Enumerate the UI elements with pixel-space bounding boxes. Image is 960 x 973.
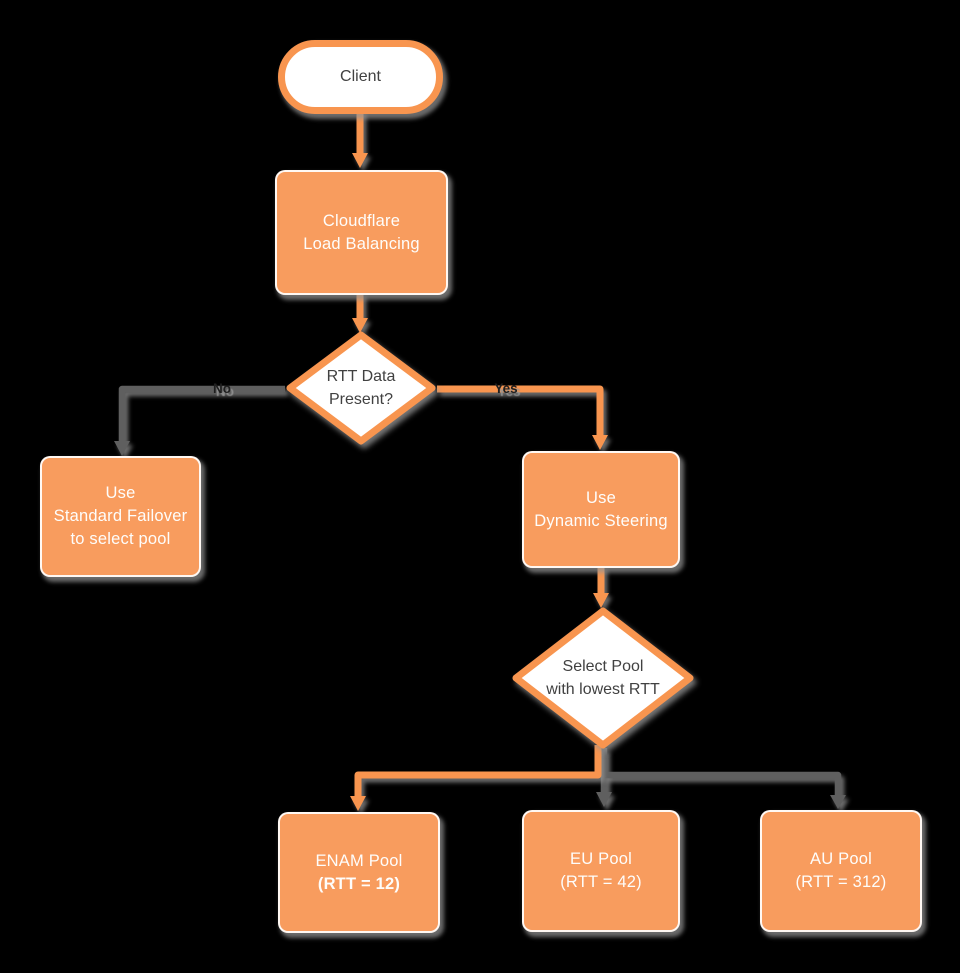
edge-dynamic-to-selectpool <box>593 566 609 608</box>
decision-rtt-data-present: RTT Data Present? <box>283 328 439 448</box>
diamond-shape <box>286 331 436 445</box>
diamond-shape <box>512 607 694 749</box>
node-lb-line2: Load Balancing <box>303 234 420 253</box>
edge-loadbalancer-to-rtt <box>352 293 368 333</box>
decision-select-pool: Select Pool with lowest RTT <box>509 604 697 752</box>
edge-label-no: No <box>213 380 231 396</box>
node-dynamic-line1: Use <box>586 488 616 507</box>
decision-select-pool-text: Select Pool with lowest RTT <box>546 655 660 701</box>
edge-rtt-no-to-failover <box>114 385 285 456</box>
node-au-line1: AU Pool <box>810 850 872 868</box>
node-failover-line1: Use <box>105 484 136 502</box>
node-dynamic-line2: Dynamic Steering <box>534 511 668 530</box>
edge-client-to-loadbalancer <box>352 110 368 168</box>
node-au-pool: AU Pool (RTT = 312) <box>760 810 922 932</box>
node-lb-line1: Cloudflare <box>322 211 401 230</box>
decision-select-line1: Select Pool <box>562 658 644 675</box>
edge-label-yes: Yes <box>494 380 518 396</box>
edge-rtt-yes-to-dynamic <box>437 385 608 450</box>
node-failover-line3: to select pool <box>70 530 171 548</box>
decision-rtt-text: RTT Data Present? <box>327 365 396 411</box>
decision-rtt-line1: RTT Data <box>326 368 396 385</box>
node-failover-line2: Standard Failover <box>53 507 188 525</box>
node-standard-failover: Use Standard Failover to select pool <box>40 456 201 577</box>
node-eu-rtt: (RTT = 42) <box>560 873 642 891</box>
node-client-label: Client <box>340 68 381 85</box>
node-enam-rtt: (RTT = 12) <box>317 874 401 893</box>
edge-selectpool-to-au <box>604 771 846 809</box>
node-dynamic-steering: Use Dynamic Steering <box>522 451 680 568</box>
node-eu-pool: EU Pool (RTT = 42) <box>522 810 680 932</box>
edge-selectpool-to-enam <box>350 745 602 811</box>
node-eu-line1: EU Pool <box>570 850 632 868</box>
node-cloudflare-load-balancing: Cloudflare Load Balancing <box>275 170 448 295</box>
edge-selectpool-to-eu <box>596 748 612 807</box>
node-au-rtt: (RTT = 312) <box>795 873 887 891</box>
decision-select-line2: with lowest RTT <box>546 681 660 698</box>
decision-rtt-line2: Present? <box>328 391 394 408</box>
node-client: Client <box>278 40 443 114</box>
node-enam-pool: ENAM Pool (RTT = 12) <box>278 812 440 933</box>
node-enam-line1: ENAM Pool <box>315 851 403 870</box>
